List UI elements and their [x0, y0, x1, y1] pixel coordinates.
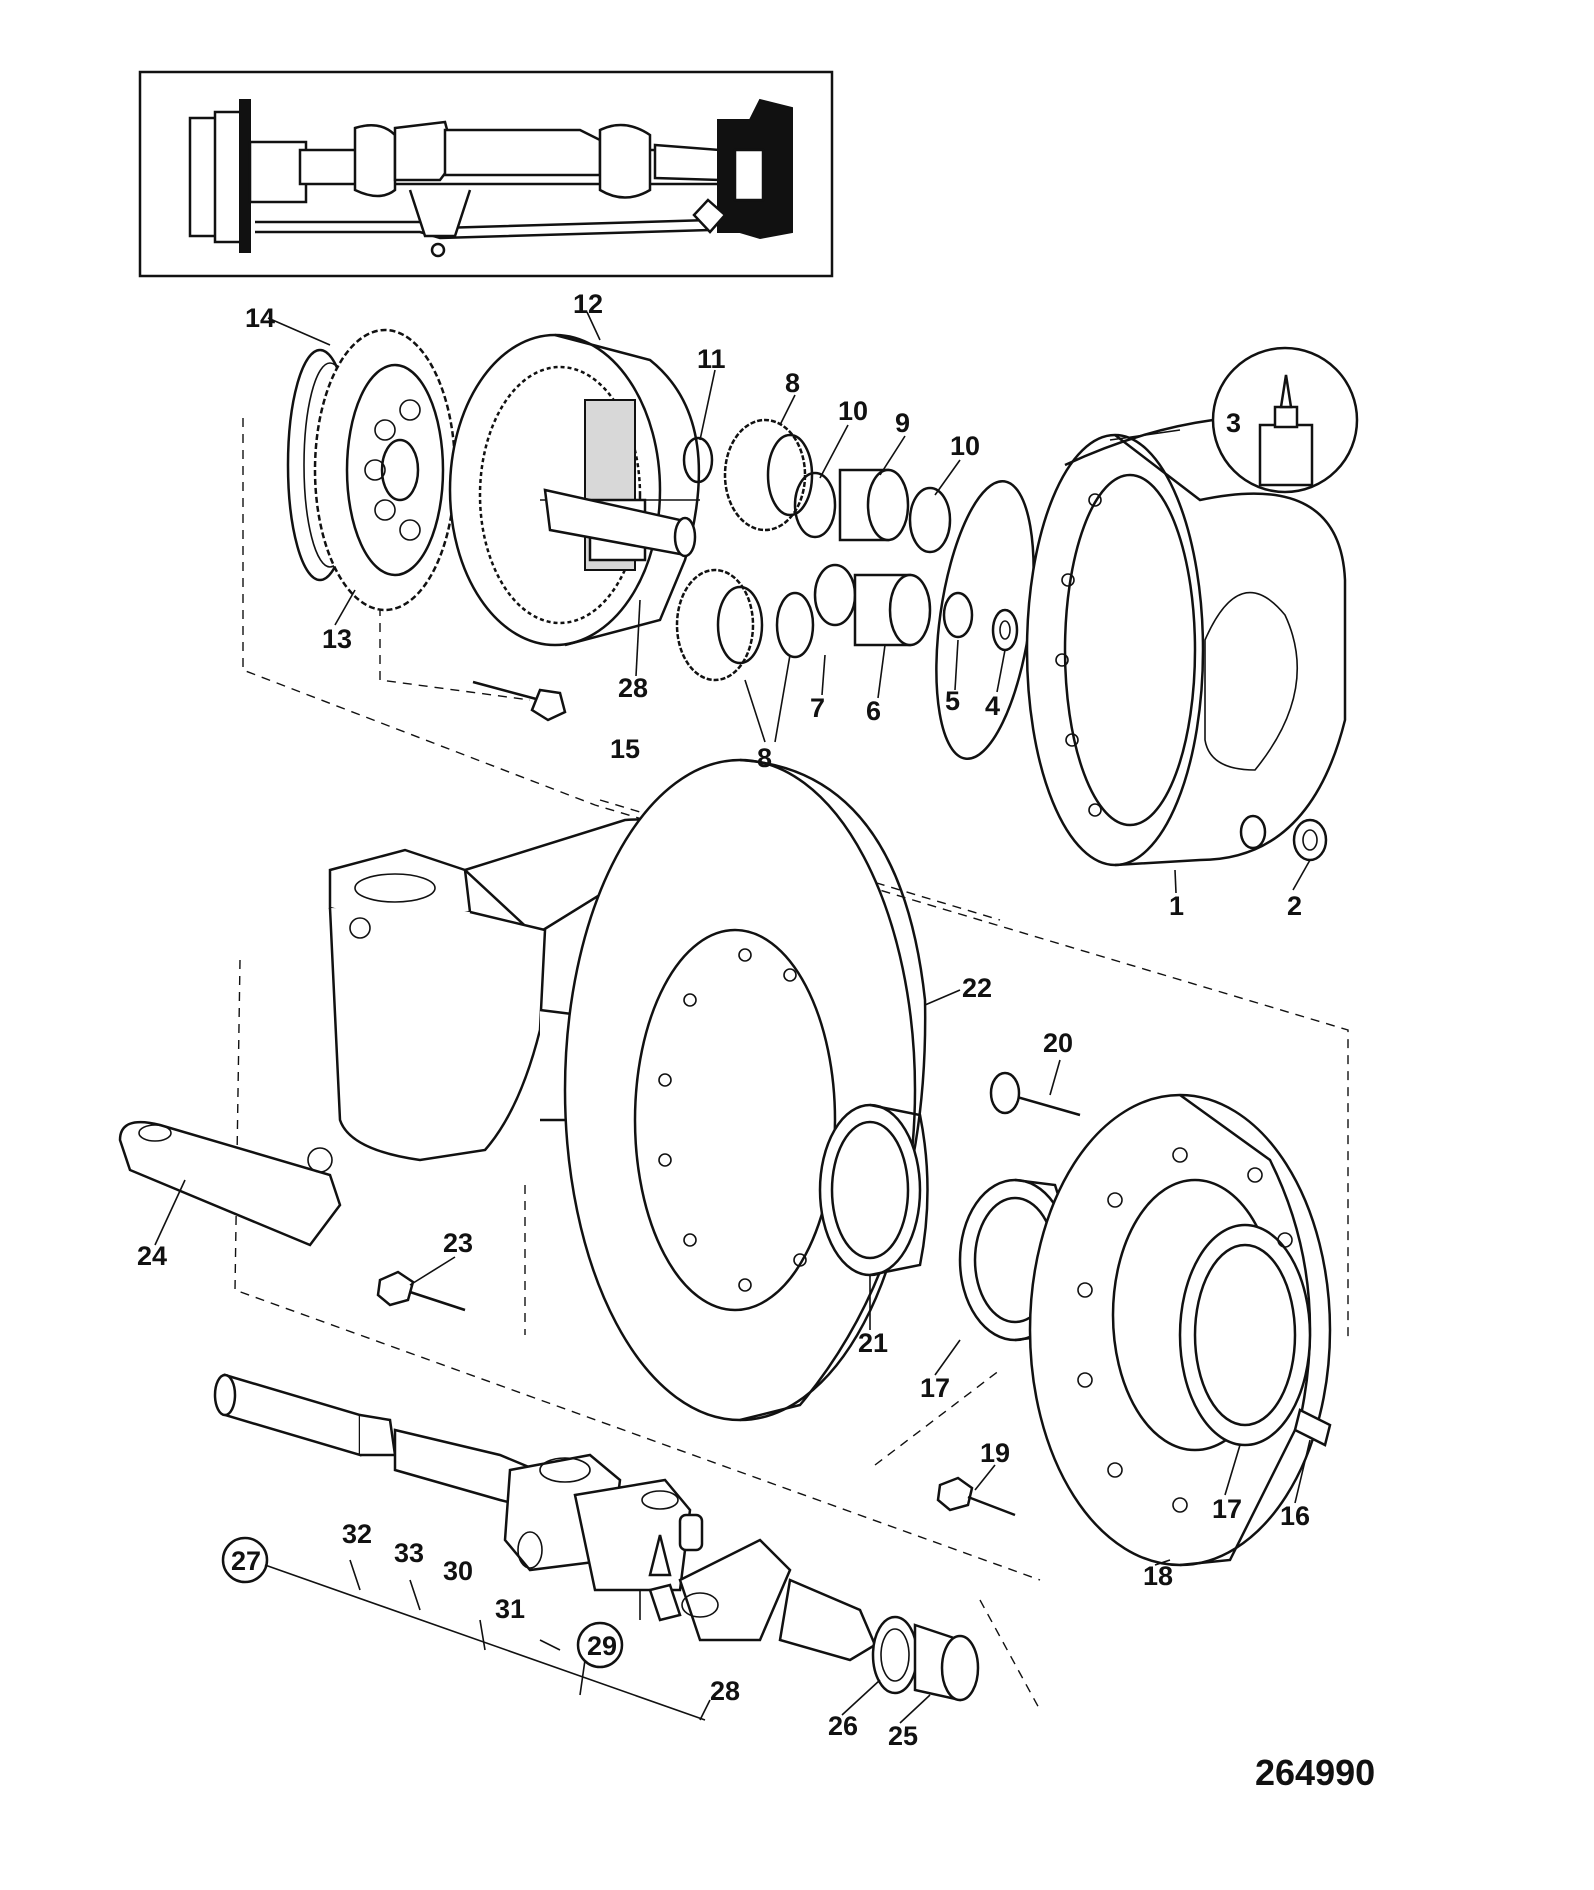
callout-10-right: 10: [950, 431, 980, 461]
callout-33: 33: [394, 1538, 424, 1568]
planetary-reduction-group: [242, 328, 1359, 1342]
callout-28-upper: 28: [618, 673, 648, 703]
sun-shaft-part-28-upper: [543, 488, 697, 558]
drive-shaft-group: [213, 1373, 1041, 1721]
callout-20: 20: [1043, 1028, 1073, 1058]
leader-lines: [154, 311, 1311, 1724]
callout-15: 15: [610, 734, 640, 764]
callout-7: 7: [810, 693, 825, 723]
bearing-race-part-21: [818, 1103, 929, 1277]
callout-19: 19: [980, 1438, 1010, 1468]
diagram-reference-number: 264990: [1255, 1752, 1375, 1793]
callout-23: 23: [443, 1228, 473, 1258]
drain-plug-part-2: [1239, 814, 1328, 862]
hub-brake-group: [118, 758, 1332, 1581]
callout-2: 2: [1287, 891, 1302, 921]
gear-carrier-part-13: [313, 328, 457, 612]
callout-6: 6: [866, 696, 881, 726]
universal-joint-part-30: [503, 1453, 704, 1622]
thrust-washer-part-4: [991, 608, 1019, 652]
stub-shaft-part-28-lower: [678, 1538, 877, 1662]
callout-29: 29: [587, 1631, 617, 1661]
callout-21: 21: [858, 1328, 888, 1358]
callout-26: 26: [828, 1711, 858, 1741]
dowel-pin-part-16: [1293, 1408, 1332, 1447]
planet-gear-part-6: [853, 573, 932, 647]
callout-18: 18: [1143, 1561, 1173, 1591]
hub-housing-part-1: [1025, 433, 1347, 867]
callout-32: 32: [342, 1519, 372, 1549]
callout-10-left: 10: [838, 396, 868, 426]
callout-11: 11: [697, 344, 726, 374]
callout-16: 16: [1280, 1501, 1310, 1531]
bolt-part-23: [376, 1270, 466, 1312]
seal-part-26: [871, 1615, 919, 1695]
bush-part-25: [913, 1623, 980, 1702]
spacer-part-7: [775, 563, 857, 659]
callout-13: 13: [322, 624, 352, 654]
needle-bearing-part-9: [793, 468, 952, 554]
circlip-part-5: [942, 591, 974, 639]
sealant-callout-part-3: [1064, 346, 1359, 494]
callout-3: 3: [1226, 408, 1241, 438]
callout-22: 22: [962, 973, 992, 1003]
callout-24: 24: [137, 1241, 167, 1271]
callout-31: 31: [495, 1594, 525, 1624]
callout-9: 9: [895, 408, 910, 438]
axle-overview-inset: [138, 70, 834, 278]
callout-8-lower: 8: [757, 743, 772, 773]
wheel-stud-part-20: [989, 1071, 1081, 1117]
callout-8-upper: 8: [785, 368, 800, 398]
callout-28-lower: 28: [710, 1676, 740, 1706]
callout-5: 5: [945, 686, 960, 716]
wheel-hub-part-18: [1028, 1093, 1332, 1567]
callout-14: 14: [245, 303, 275, 333]
callout-17-right: 17: [1212, 1494, 1242, 1524]
ring-gear-part-12: [448, 333, 701, 647]
callout-27: 27: [231, 1546, 261, 1576]
callout-4: 4: [985, 691, 1000, 721]
bolt-part-15: [472, 680, 567, 722]
assembly-bracket-part-27: [221, 1536, 711, 1721]
brake-disc-part-22: [563, 758, 927, 1422]
planet-gear-part-8-lower: [675, 568, 764, 682]
callout-17-left: 17: [920, 1373, 950, 1403]
callout-25: 25: [888, 1721, 918, 1751]
bolt-part-19: [874, 1369, 1016, 1517]
planet-gear-part-8-upper: [723, 418, 814, 532]
snap-ring-part-11: [682, 436, 714, 484]
callout-1: 1: [1169, 891, 1184, 921]
callout-30: 30: [443, 1556, 473, 1586]
callout-labels: 1 2 3 4 5 6 7 8 8 9 10 10 11 12 13 14 15…: [137, 289, 1310, 1751]
